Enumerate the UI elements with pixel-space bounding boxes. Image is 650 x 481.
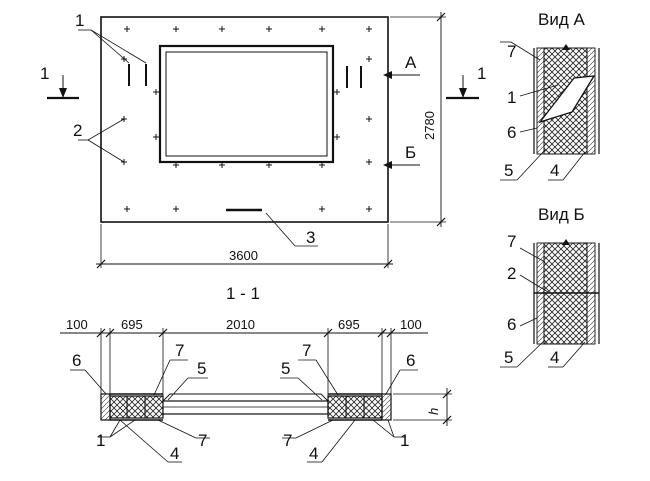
window-opening-outer [158,44,335,164]
section-1-1: 1 - 1 100 695 2010 695 100 [60,284,452,463]
section-mark-left: 1 [40,64,49,83]
section-callout-7-right: 7 [302,341,311,360]
anchor-mark [319,26,325,32]
view-mark-b: Б [405,143,416,162]
callout-2: 2 [73,121,82,140]
anchor-mark [334,134,340,140]
anchor-mark [219,162,225,168]
view-b-detail: Вид Б 7 2 6 5 4 [500,205,600,368]
section-callout-6-left: 6 [72,351,81,370]
section-callout-5-right: 5 [281,359,290,378]
anchor-mark [366,116,372,122]
dimension-height: 2780 [422,111,437,140]
view-a-inner-layer [586,47,596,155]
callout-3: 3 [306,228,315,247]
section-window [162,400,329,415]
section-callout-4-right: 4 [309,444,318,463]
section-dim-5: 100 [400,317,422,332]
section-dim-1: 100 [66,317,88,332]
section-left-outer [100,393,111,421]
callout-1: 1 [75,11,84,30]
view-mark-a: А [405,53,417,72]
section-title: 1 - 1 [226,284,260,303]
view-b-title: Вид Б [538,205,585,224]
section-mark-right: 1 [477,64,486,83]
anchor-mark [173,26,179,32]
section-callout-1-left: 1 [96,431,105,450]
section-h-label: h [426,408,441,415]
view-a-title: Вид А [538,10,585,29]
section-callout-1-right: 1 [400,431,409,450]
section-callout-4-left: 4 [170,444,179,463]
anchor-mark [366,206,372,212]
anchor-mark [153,134,159,140]
anchor-mark [319,162,325,168]
anchor-mark [366,56,372,62]
anchor-mark [219,26,225,32]
view-a-callout-7: 7 [507,42,516,61]
view-b-callout-4: 4 [550,348,559,367]
dimension-width: 3600 [229,248,258,263]
section-callout-6-right: 6 [406,351,415,370]
view-a-callout-6: 6 [507,123,516,142]
anchor-mark [173,206,179,212]
view-b-callout-6: 6 [507,315,516,334]
view-a-callout-5: 5 [504,161,513,180]
section-callout-7-left-bottom: 7 [198,431,207,450]
section-left-insulation [109,395,164,419]
view-b-callout-5: 5 [504,348,513,367]
section-callout-7-right-bottom: 7 [283,431,292,450]
section-right-outer [381,393,392,421]
section-callout-5-left: 5 [197,359,206,378]
section-dim-4: 695 [338,317,360,332]
window-opening-inner [165,51,328,157]
view-a-connector [538,75,596,124]
section-dim-2: 695 [121,317,143,332]
panel-outline [100,16,389,223]
anchor-mark [153,89,159,95]
plan-view: 3600 2780 1 1 А Б 1 2 [40,11,486,269]
anchor-points [121,26,372,212]
anchor-mark [124,26,130,32]
anchor-mark [266,162,272,168]
section-callout-7-left: 7 [175,341,184,360]
anchor-mark [173,162,179,168]
view-b-callout-7: 7 [507,232,516,251]
anchor-mark [124,206,130,212]
anchor-mark [366,159,372,165]
section-dim-3: 2010 [226,317,255,332]
section-right-insulation [327,395,383,419]
view-a-detail: Вид А 7 1 6 5 4 [500,10,600,181]
anchor-mark [366,26,372,32]
view-a-callout-1: 1 [507,88,516,107]
view-a-outer-layer [536,47,545,155]
view-b-callout-2: 2 [507,264,516,283]
anchor-mark [334,89,340,95]
view-a-callout-4: 4 [550,161,559,180]
anchor-mark [319,206,325,212]
anchor-mark [266,26,272,32]
